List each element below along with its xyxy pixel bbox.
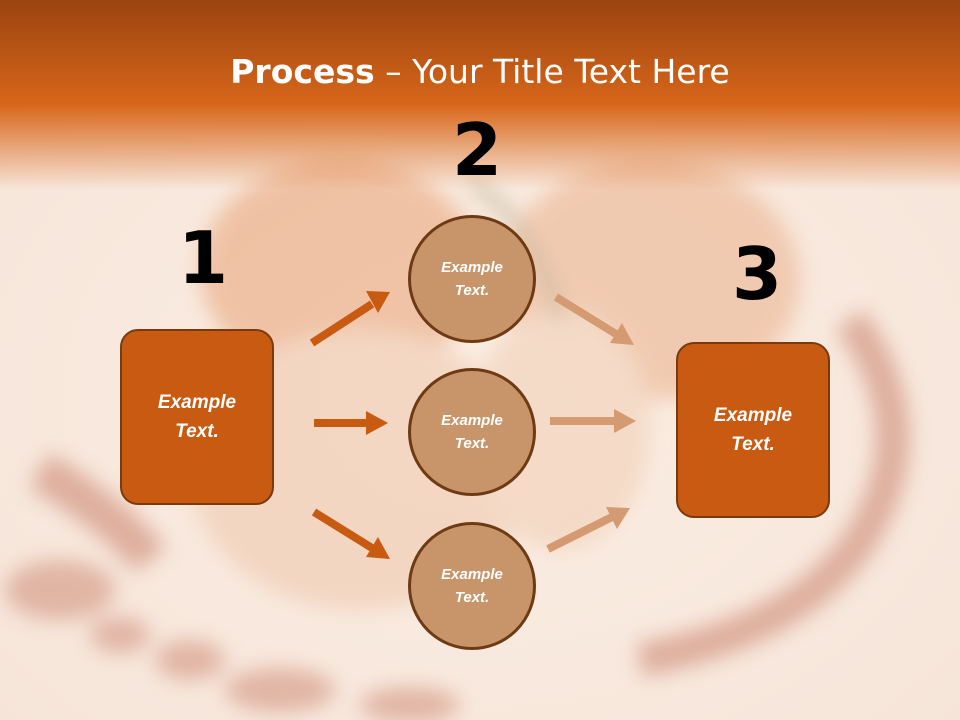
arrow-left-to-bottom [311,508,390,559]
circle-bottom-label: Example Text. [441,566,503,606]
circle-middle-label: Example Text. [441,412,503,452]
process-circle-bottom: Example Text. [408,522,536,650]
arrow-top-to-right [553,293,634,345]
process-circle-top: Example Text. [408,215,536,343]
arrow-middle-to-right [550,409,636,433]
title-rest: – Your Title Text Here [374,52,730,91]
step-number-1: 1 [178,216,229,300]
process-circle-middle: Example Text. [408,368,536,496]
step-number-2: 2 [452,108,503,192]
title-bold: Process [230,52,375,91]
left-box-label: Example Text. [157,392,237,442]
right-box-label: Example Text. [713,405,793,455]
arrow-left-to-top [309,291,390,347]
page-title: Process – Your Title Text Here [0,52,960,91]
right-process-box: Example Text. [676,342,830,518]
arrow-bottom-to-right [546,507,630,553]
arrow-left-to-middle [314,411,388,435]
left-process-box: Example Text. [120,329,274,505]
circle-top-label: Example Text. [441,259,503,299]
step-number-3: 3 [732,232,783,316]
